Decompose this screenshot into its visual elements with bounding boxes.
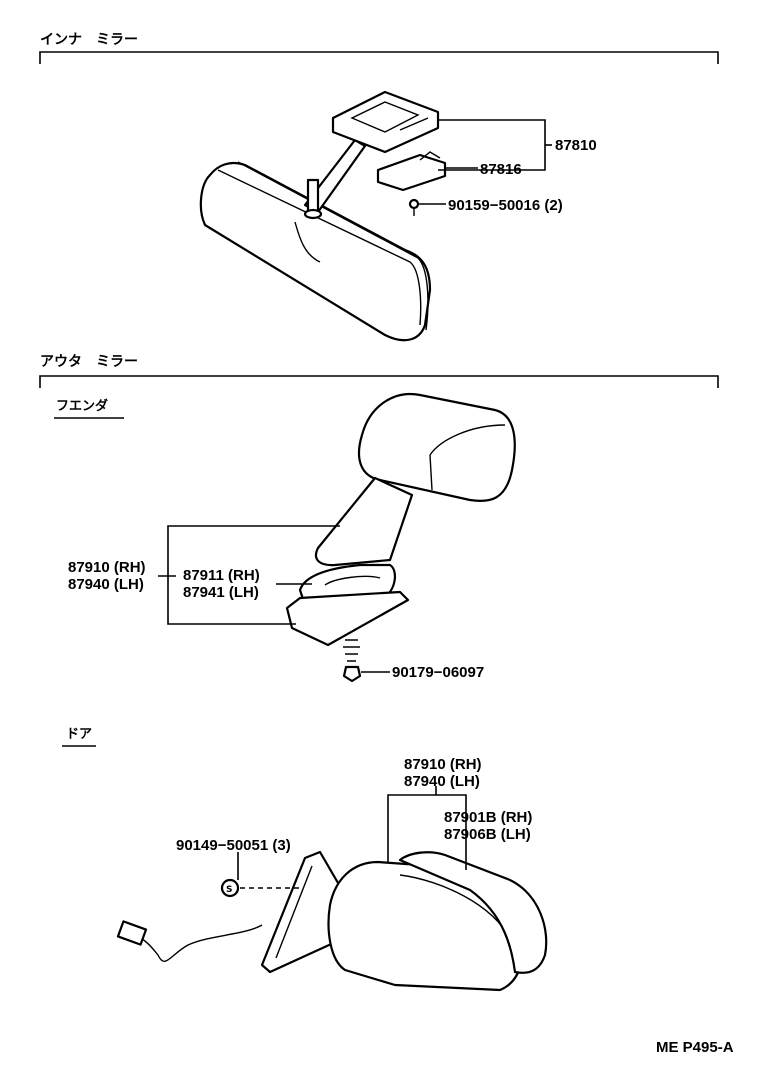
fender-subtitle: フエンダ <box>56 398 108 414</box>
label-door-87910: 87910 (RH) <box>404 756 482 773</box>
svg-text:S: S <box>226 885 232 895</box>
label-87941: 87941 (LH) <box>183 584 259 601</box>
label-87906B: 87906B (LH) <box>444 826 531 843</box>
inner-mirror-illustration <box>199 90 447 342</box>
label-87816: 87816 <box>480 161 522 178</box>
fender-mirror-illustration <box>285 392 516 683</box>
leader-fender-87910-bottom <box>167 576 296 625</box>
leader-fender-87910-top <box>167 525 340 576</box>
label-fender-87940: 87940 (LH) <box>68 576 144 593</box>
label-90159-50016: 90159−50016 (2) <box>448 197 563 214</box>
outer-mirror-bracket-rule <box>39 375 719 388</box>
label-87911: 87911 (RH) <box>183 567 260 584</box>
door-subtitle: ドア <box>66 727 92 742</box>
label-door-87940: 87940 (LH) <box>404 773 480 790</box>
label-fender-87910: 87910 (RH) <box>68 559 146 576</box>
inner-mirror-title: インナ ミラー <box>40 32 138 48</box>
label-87901B: 87901B (RH) <box>444 809 532 826</box>
diagram-reference-code: ME P495-A <box>656 1039 734 1056</box>
label-90149-50051: 90149−50051 (3) <box>176 837 291 854</box>
door-mirror-illustration: S <box>116 850 548 992</box>
leader-door-87910-bracket <box>387 794 467 870</box>
outer-mirror-title: アウタ ミラー <box>40 354 138 370</box>
inner-mirror-bracket-rule <box>39 51 719 64</box>
label-87810: 87810 <box>555 137 597 154</box>
label-90179-06097: 90179−06097 <box>392 664 484 681</box>
